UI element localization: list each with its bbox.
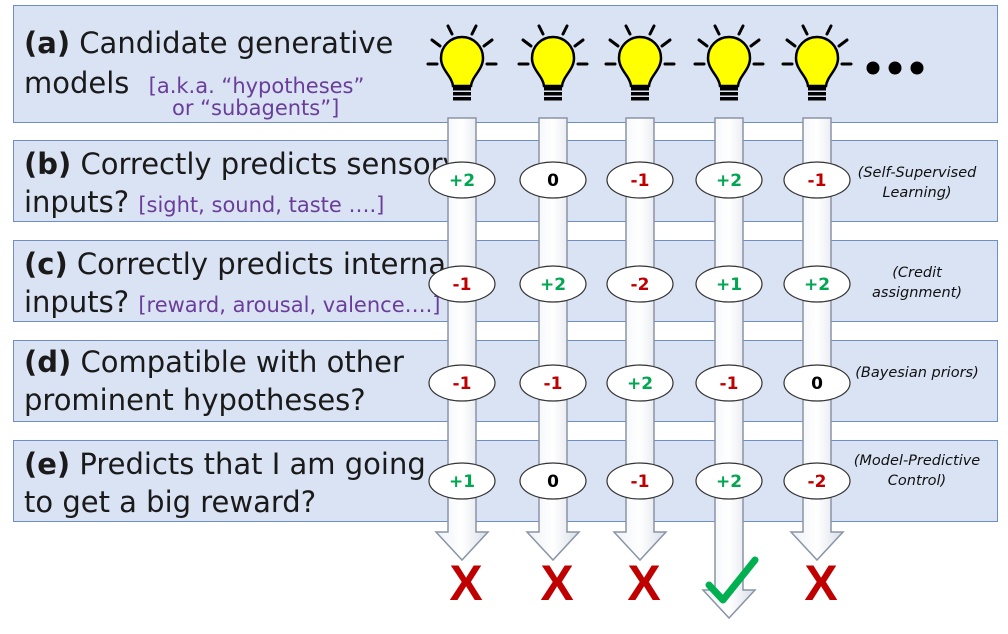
score-oval: +2 xyxy=(783,265,851,303)
score-value: 0 xyxy=(811,374,823,394)
score-value: -1 xyxy=(808,171,827,191)
row-d-note: (Bayesian priors) xyxy=(855,365,979,381)
score-value: -2 xyxy=(808,472,827,492)
score-oval: +2 xyxy=(695,161,763,199)
row-c-label: (c) Correctly predicts internal xyxy=(24,245,454,283)
row-a-title: Candidate generative xyxy=(79,26,394,60)
row-c-title: Correctly predicts internal xyxy=(76,247,455,281)
row-b-label: (b) Correctly predicts sensory xyxy=(24,145,460,183)
score-value: +2 xyxy=(627,374,653,394)
score-oval: -1 xyxy=(606,462,674,500)
row-b-line2-wrap: inputs? [sight, sound, taste ….] xyxy=(24,183,384,224)
score-value: -1 xyxy=(453,374,472,394)
row-a-line2: models xyxy=(24,66,130,100)
score-oval: -1 xyxy=(695,364,763,402)
row-c: (c) Correctly predicts internal inputs? … xyxy=(13,240,998,322)
score-value: +2 xyxy=(449,171,475,191)
row-a-letter: (a) xyxy=(24,26,71,60)
score-value: -2 xyxy=(631,275,650,295)
row-d-title: Compatible with other xyxy=(80,345,404,379)
score-value: -1 xyxy=(544,374,563,394)
lightbulb-icon xyxy=(693,24,765,101)
row-a-aka1: [a.k.a. “hypotheses” xyxy=(148,74,365,98)
score-oval: -2 xyxy=(606,265,674,303)
row-c-line2-wrap: inputs? [reward, arousal, valence….] xyxy=(24,283,441,324)
score-value: +2 xyxy=(716,171,742,191)
score-oval: -1 xyxy=(519,364,587,402)
row-d-label: (d) Compatible with other xyxy=(24,343,404,381)
row-a-line2-wrap: models [a.k.a. “hypotheses” xyxy=(24,64,364,105)
score-oval: 0 xyxy=(519,161,587,199)
row-e-letter: (e) xyxy=(24,447,71,481)
score-value: 0 xyxy=(547,171,559,191)
row-c-aka: [reward, arousal, valence….] xyxy=(138,293,441,317)
score-value: -1 xyxy=(453,275,472,295)
score-oval: +2 xyxy=(606,364,674,402)
score-oval: 0 xyxy=(783,364,851,402)
row-e-title: Predicts that I am going xyxy=(79,447,426,481)
row-b-line2: inputs? xyxy=(24,185,130,219)
row-a-label: (a) Candidate generative xyxy=(24,24,393,62)
lightbulb-icon xyxy=(426,24,498,101)
reject-mark: X xyxy=(804,555,837,611)
score-value: +2 xyxy=(804,275,830,295)
score-value: +1 xyxy=(449,472,475,492)
score-value: +1 xyxy=(716,275,742,295)
accept-checkmark-icon xyxy=(705,556,759,604)
score-oval: +2 xyxy=(519,265,587,303)
row-d-letter: (d) xyxy=(24,345,72,379)
score-oval: -1 xyxy=(606,161,674,199)
score-oval: +1 xyxy=(428,462,496,500)
reject-mark: X xyxy=(627,555,660,611)
score-oval: -1 xyxy=(428,364,496,402)
row-b-letter: (b) xyxy=(24,147,72,181)
reject-mark: X xyxy=(540,555,573,611)
score-oval: -2 xyxy=(783,462,851,500)
score-oval: +2 xyxy=(695,462,763,500)
score-oval: +1 xyxy=(695,265,763,303)
score-value: +2 xyxy=(716,472,742,492)
score-value: -1 xyxy=(631,171,650,191)
score-oval: +2 xyxy=(428,161,496,199)
score-value: -1 xyxy=(631,472,650,492)
row-e-line2: to get a big reward? xyxy=(24,485,317,519)
row-a-aka2: or “subagents”] xyxy=(172,96,340,120)
score-value: -1 xyxy=(720,374,739,394)
row-d-line2: prominent hypotheses? xyxy=(24,383,366,417)
row-e: (e) Predicts that I am going to get a bi… xyxy=(13,440,998,522)
lightbulb-icon xyxy=(781,24,853,101)
reject-mark: X xyxy=(449,555,482,611)
row-c-line2: inputs? xyxy=(24,285,130,319)
lightbulb-icon xyxy=(604,24,676,101)
score-oval: -1 xyxy=(783,161,851,199)
row-c-note: (Credit assignment) xyxy=(872,265,962,301)
score-oval: -1 xyxy=(428,265,496,303)
row-b-note: (Self-Supervised Learning) xyxy=(857,165,977,201)
row-e-label: (e) Predicts that I am going xyxy=(24,445,426,483)
score-value: +2 xyxy=(540,275,566,295)
row-c-letter: (c) xyxy=(24,247,68,281)
row-b-title: Correctly predicts sensory xyxy=(80,147,460,181)
row-e-note: (Model-Predictive Control) xyxy=(853,453,981,489)
score-value: 0 xyxy=(547,472,559,492)
more-models-ellipsis xyxy=(866,61,924,75)
lightbulb-icon xyxy=(517,24,589,101)
row-b-aka: [sight, sound, taste ….] xyxy=(138,193,385,217)
score-oval: 0 xyxy=(519,462,587,500)
